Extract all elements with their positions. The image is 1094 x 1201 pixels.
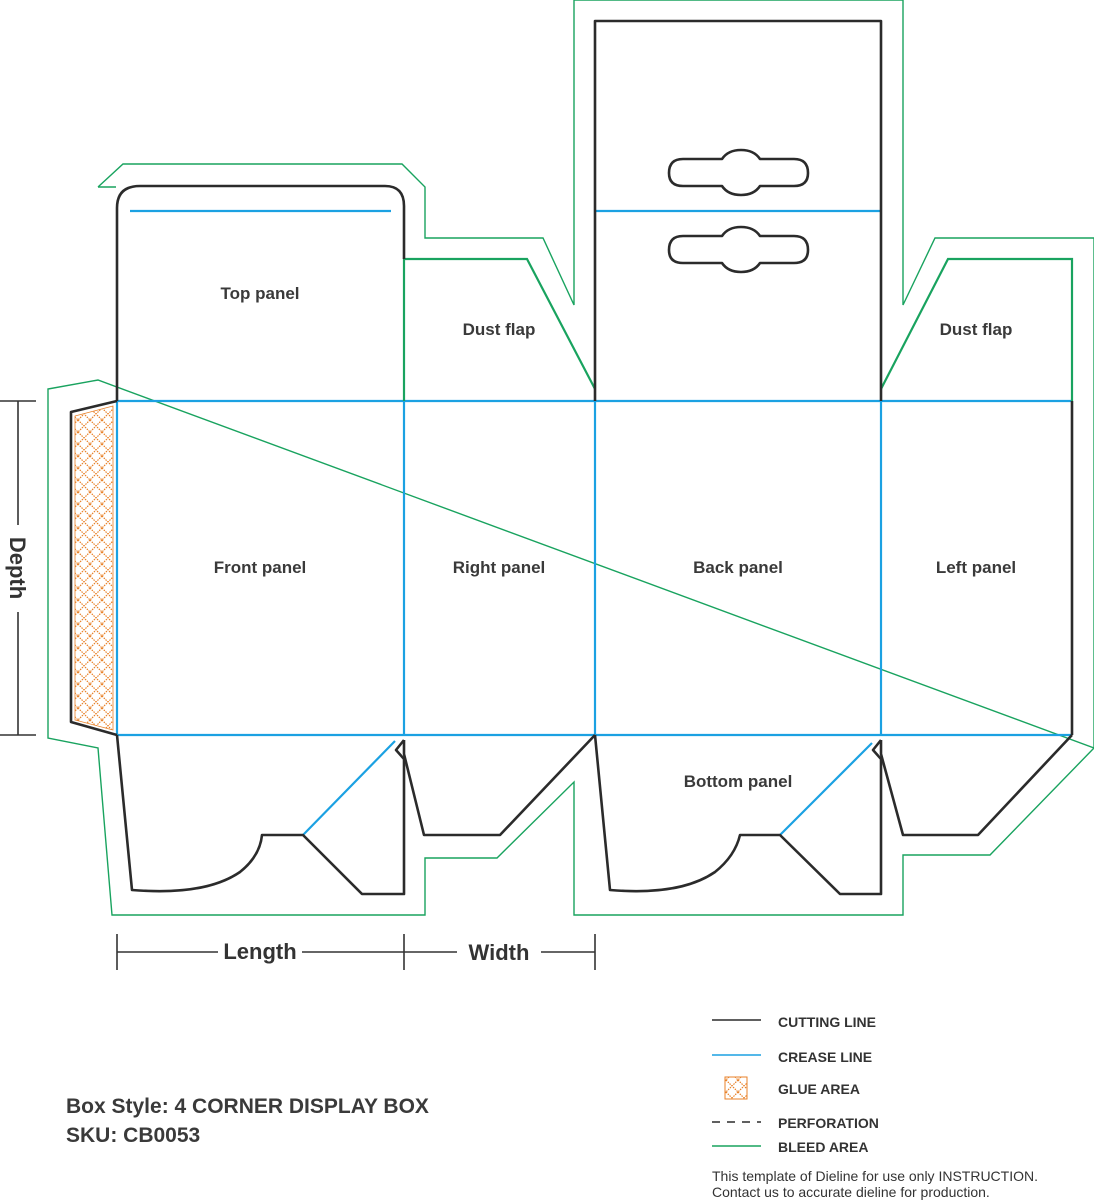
cut-right-bottom (402, 734, 596, 837)
length-label: Length (223, 939, 296, 964)
legend-cutting-label: CUTTING LINE (778, 1014, 876, 1030)
label-left-panel: Left panel (936, 558, 1016, 577)
hang-slot-upper (667, 148, 810, 197)
width-label: Width (469, 940, 530, 965)
bleed-outline-left (97, 0, 1094, 306)
label-right-panel: Right panel (453, 558, 546, 577)
depth-label: Depth (5, 537, 30, 599)
crease-diag-front (302, 740, 396, 836)
cut-front-bottom (115, 734, 406, 896)
label-back-panel: Back panel (693, 558, 783, 577)
depth-dimension (0, 400, 36, 736)
cut-left-bottom (879, 734, 1073, 837)
label-dust-flap-right: Dust flap (463, 320, 536, 339)
dust-flap-lines (402, 257, 1074, 401)
bleed-lines (47, 0, 1094, 916)
legend: CUTTING LINE CREASE LINE GLUE AREA PERFO… (712, 1014, 879, 1155)
label-bottom-panel: Bottom panel (684, 772, 793, 791)
bleed-outline-inner (98, 186, 1094, 748)
legend-glue-swatch (724, 1076, 748, 1100)
hang-slot-lower (667, 225, 810, 274)
cutting-lines (69, 19, 1074, 896)
length-width-dimension (116, 934, 596, 970)
label-top-panel: Top panel (220, 284, 299, 303)
cut-back-bottom (593, 734, 883, 896)
label-dust-flap-left: Dust flap (940, 320, 1013, 339)
dust-flap-right-outline (402, 257, 596, 401)
cut-back-header (593, 19, 883, 401)
legend-crease-label: CREASE LINE (778, 1049, 872, 1065)
legend-glue-label: GLUE AREA (778, 1081, 860, 1097)
sku-text: SKU: CB0053 (66, 1124, 200, 1147)
box-style-text: Box Style: 4 CORNER DISPLAY BOX (66, 1095, 429, 1118)
crease-diag-back (779, 742, 873, 836)
label-front-panel: Front panel (214, 558, 307, 577)
legend-perforation-label: PERFORATION (778, 1115, 879, 1131)
cut-top-panel (115, 184, 406, 401)
legend-bleed-label: BLEED AREA (778, 1139, 869, 1155)
bleed-outline-bottom (47, 379, 1094, 916)
glue-area (74, 405, 114, 731)
dust-flap-left-outline (880, 257, 1074, 401)
cut-glue-flap (69, 399, 118, 737)
note-line-1: This template of Dieline for use only IN… (712, 1168, 1038, 1184)
note-line-2: Contact us to accurate dieline for produ… (712, 1184, 990, 1200)
